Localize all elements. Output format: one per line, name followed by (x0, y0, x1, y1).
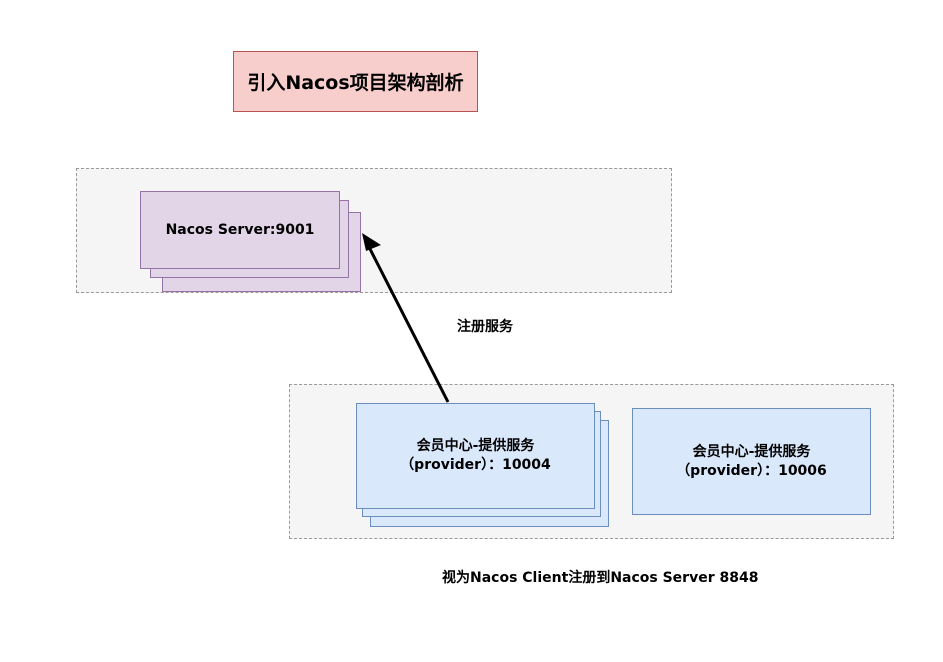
arrowhead-icon (362, 233, 381, 251)
diagram-title: 引入Nacos项目架构剖析 (233, 51, 478, 112)
provider-name: 会员中心-提供服务 (692, 443, 811, 460)
register-edge-line (367, 246, 450, 403)
edge-label: 注册服务 (457, 319, 513, 335)
server-node-label: Nacos Server:9001 (165, 221, 315, 238)
client-group-caption: 视为Nacos Client注册到Nacos Server 8848 (442, 570, 759, 586)
provider-name: 会员中心-提供服务 (416, 438, 535, 454)
nacos-server-node[interactable]: Nacos Server:9001 (140, 191, 340, 269)
provider-node-10004[interactable]: 会员中心-提供服务 （provider）：10004 (356, 403, 595, 509)
provider-port: （provider）：10006 (676, 462, 827, 479)
provider-port: （provider）：10004 (400, 457, 551, 473)
provider-node-10006[interactable]: 会员中心-提供服务 （provider）：10006 (632, 408, 871, 515)
